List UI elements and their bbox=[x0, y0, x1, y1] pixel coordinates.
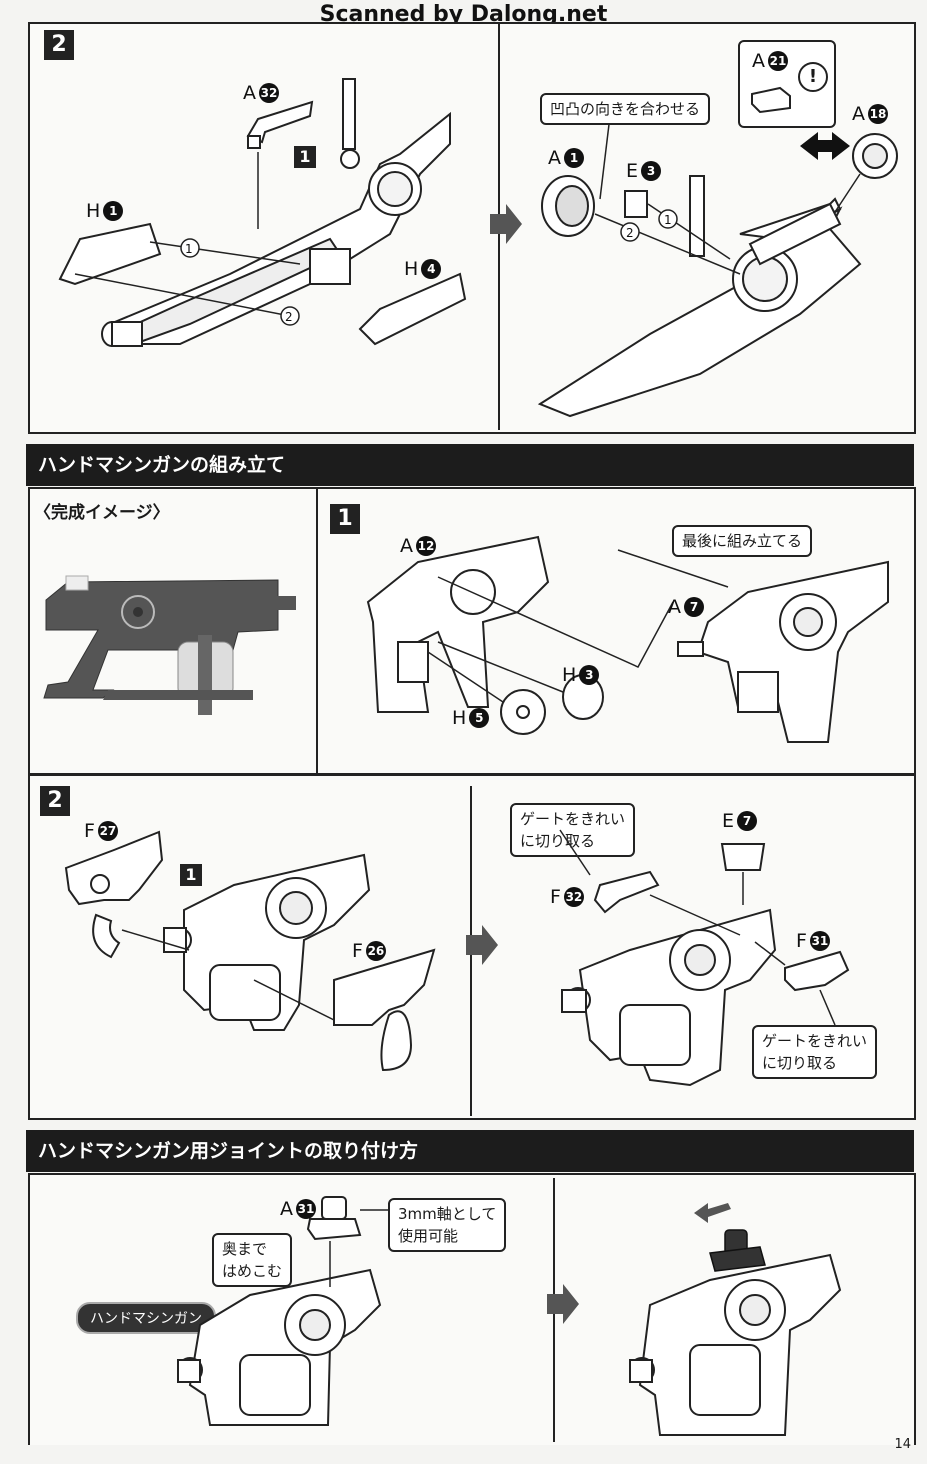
order-1-marker-right: 1 bbox=[664, 213, 672, 227]
step1-number: 1 bbox=[330, 504, 360, 534]
label-number: 5 bbox=[469, 708, 490, 728]
step2-top-number: 2 bbox=[44, 30, 74, 60]
section-title-joint: ハンドマシンガン用ジョイントの取り付け方 bbox=[26, 1130, 914, 1172]
step2-gun-drawing bbox=[64, 830, 436, 1072]
label-number: 31 bbox=[296, 1199, 316, 1219]
label-number: 21 bbox=[768, 51, 788, 71]
label-number: 12 bbox=[416, 536, 436, 556]
label-letter: A bbox=[280, 1198, 293, 1220]
label-letter: H bbox=[86, 200, 101, 222]
label-number: 31 bbox=[809, 931, 830, 951]
label-number: 32 bbox=[563, 887, 584, 907]
label-letter: A bbox=[243, 82, 256, 104]
label-letter: A bbox=[668, 596, 681, 618]
next-step-arrow-2 bbox=[466, 925, 498, 965]
gun-barrel-drawing: 1 2 bbox=[58, 78, 467, 347]
label-number: 27 bbox=[97, 821, 118, 841]
step2-sub-number: 1 bbox=[180, 864, 202, 886]
step2-top-sub-number: 1 bbox=[294, 146, 316, 168]
note-3mm-axis: 3mm軸として 使用可能 bbox=[388, 1198, 507, 1252]
label-letter: A bbox=[548, 147, 561, 169]
page-number: 14 bbox=[894, 1437, 911, 1452]
order-2-marker: 2 bbox=[285, 310, 293, 324]
next-step-arrow bbox=[490, 204, 522, 244]
label-letter: A bbox=[752, 50, 765, 72]
label-number: 32 bbox=[259, 83, 279, 103]
label-number: 26 bbox=[365, 941, 386, 961]
label-letter: F bbox=[352, 940, 363, 962]
note-assemble-last: 最後に組み立てる bbox=[672, 525, 813, 557]
label-letter: F bbox=[84, 820, 95, 842]
completed-image-caption: 〈完成イメージ〉 bbox=[34, 503, 170, 523]
label-number: 7 bbox=[737, 811, 758, 831]
label-letter: H bbox=[404, 258, 419, 280]
label-hand-machinegun: ハンドマシンガン bbox=[76, 1302, 216, 1334]
label-number: 3 bbox=[641, 161, 662, 181]
label-letter: F bbox=[796, 930, 807, 952]
note-gate-clean-2: ゲートをきれい に切り取る bbox=[752, 1025, 878, 1079]
label-number: 1 bbox=[103, 201, 124, 221]
order-2-marker-right: 2 bbox=[626, 226, 634, 240]
label-letter: A bbox=[400, 535, 413, 557]
label-letter: A bbox=[852, 103, 865, 125]
joint-attach-drawing bbox=[177, 1196, 388, 1426]
label-number: 4 bbox=[421, 259, 442, 279]
note-align-direction: 凹凸の向きを合わせる bbox=[540, 93, 711, 125]
label-letter: H bbox=[452, 707, 467, 729]
completed-gun-image bbox=[43, 575, 296, 715]
step1-frame-drawing bbox=[366, 535, 889, 743]
a21-part-drawing bbox=[751, 86, 791, 114]
warning-icon: ! bbox=[798, 62, 828, 92]
note-push-all-the-way: 奥まで はめこむ bbox=[212, 1233, 293, 1287]
step2-gun-assembled-drawing bbox=[559, 829, 850, 1087]
joint-attached-drawing bbox=[629, 1203, 842, 1436]
label-letter: E bbox=[626, 160, 639, 182]
label-number: 3 bbox=[579, 665, 600, 685]
label-number: 1 bbox=[564, 148, 584, 168]
label-number: 7 bbox=[684, 597, 704, 617]
label-letter: F bbox=[550, 886, 561, 908]
gun-barrel-assembled-drawing: 1 2 bbox=[537, 115, 898, 418]
step2-number: 2 bbox=[40, 786, 70, 816]
label-number: 18 bbox=[868, 104, 888, 124]
order-1-marker: 1 bbox=[185, 242, 193, 256]
label-letter: E bbox=[722, 810, 735, 832]
next-step-arrow-3 bbox=[547, 1284, 579, 1324]
label-letter: H bbox=[562, 664, 577, 686]
section-title-hand-machinegun: ハンドマシンガンの組み立て bbox=[26, 444, 914, 486]
